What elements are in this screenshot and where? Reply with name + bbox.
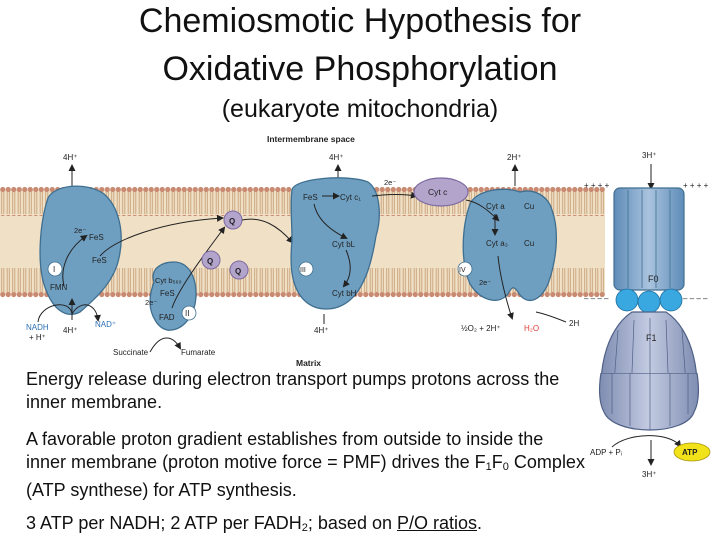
complex-iii: 4H⁺ FeS Cyt c₁ Cyt bL Cyt bH III 2e⁻ 4H⁺ <box>290 153 418 335</box>
complex-ii-e: 2e⁻ <box>145 298 157 307</box>
para3-start: 3 ATP per NADH; 2 ATP per FADH <box>26 513 302 533</box>
complex-ii-fad: FAD <box>159 313 175 322</box>
paragraph-proton-gradient: A favorable proton gradient establishes … <box>26 428 586 502</box>
succinate-label: Succinate <box>113 348 149 357</box>
nad-label: NAD⁺ <box>95 320 116 329</box>
oxidative-phosphorylation-diagram: Intermembrane space Matrix 4H⁺ I 2e⁻ FeS… <box>0 134 709 373</box>
para2-mid: F <box>491 452 503 472</box>
complex-iii-e: 2e⁻ <box>384 178 396 187</box>
complex-iii-fes: FeS <box>303 193 318 202</box>
paragraph-atp-yield: 3 ATP per NADH; 2 ATP per FADH2; based o… <box>26 512 626 540</box>
complex-iv-numeral: IV <box>459 267 466 274</box>
adp-label: ADP + Pᵢ <box>590 448 622 457</box>
nadh-h-label: + H⁺ <box>29 333 46 342</box>
para3-mid: ; based on <box>307 513 397 533</box>
complex-i-h-bottom: 4H⁺ <box>63 326 77 335</box>
complex-ii-fes: FeS <box>160 289 175 298</box>
complex-iv-e: 2e⁻ <box>479 278 491 287</box>
para2-sub1: 1 <box>485 461 492 473</box>
complex-i-fes2: FeS <box>92 256 107 265</box>
complex-i-h-top: 4H⁺ <box>63 153 77 162</box>
complex-iv: 2H⁺ Cyt a Cu Cyt a₃ Cu IV 2e⁻ ½O₂ + 2H⁺ … <box>457 153 579 333</box>
cytochrome-c: Cyt c <box>413 177 469 207</box>
f0-subunit <box>613 187 685 291</box>
plus-signs-left: + + + + <box>584 181 610 190</box>
page-subtitle: (eukaryote mitochondria) <box>221 95 499 123</box>
complex-iii-cytbl: Cyt bL <box>332 240 356 249</box>
complex-ii-cyt: Cyt b₅₆₀ <box>155 276 182 285</box>
complex-i-e: 2e⁻ <box>74 226 86 235</box>
matrix-label: Matrix <box>296 358 321 368</box>
quinone-1: Q <box>229 217 235 226</box>
f1-subunit <box>601 311 697 373</box>
minus-signs-left: – – – – <box>584 294 609 303</box>
para3-end: . <box>477 513 483 533</box>
atp-synthase-lower: ADP + Pᵢ ATP 3H⁺ <box>590 373 711 479</box>
cytc-label: Cyt c <box>428 187 448 197</box>
f1-label: F1 <box>646 333 657 343</box>
quinone-3: Q <box>235 267 241 276</box>
complex-iii-h-top: 4H⁺ <box>329 153 343 162</box>
f0-label: F0 <box>648 274 659 284</box>
atp-synthase-h-top: 3H⁺ <box>642 151 656 160</box>
complex-ii: Cyt b₅₆₀ 2e⁻ FeS FAD II Succinate Fumara… <box>113 226 226 357</box>
quinone-pool: Q Q Q <box>201 210 294 280</box>
page-title-line-2: Oxidative Phosphorylation <box>162 50 558 88</box>
complex-iii-shape <box>290 177 380 310</box>
complex-iv-cu2: Cu <box>524 239 534 248</box>
complex-iv-cyta: Cyt a <box>486 202 505 211</box>
complex-iv-shape <box>462 188 557 302</box>
water-label: H₂O <box>524 324 539 333</box>
complex-ii-numeral: II <box>185 309 189 318</box>
quinone-2: Q <box>207 257 213 266</box>
nadh-label: NADH <box>26 323 49 332</box>
complex-iii-numeral: III <box>300 267 306 274</box>
plus-signs-right: + + + + <box>683 181 709 190</box>
intermembrane-space-label: Intermembrane space <box>267 134 355 144</box>
para2-end: Complex (ATP synthese) for ATP synthesis… <box>26 452 585 500</box>
complex-iii-cytbh: Cyt bH <box>332 289 357 298</box>
para2-sub2: 0 <box>502 461 509 473</box>
atp-synthase: 3H⁺ F0 F1 <box>601 151 697 373</box>
complex-i: 4H⁺ I 2e⁻ FeS FeS FMN NADH + H⁺ 4H⁺ NAD⁺ <box>26 153 224 342</box>
complex-i-numeral: I <box>53 265 55 274</box>
para3-sub: 2 <box>301 522 308 534</box>
para2-start: A favorable proton gradient establishes … <box>26 429 544 472</box>
paragraph-electron-transport: Energy release during electron transport… <box>26 369 560 412</box>
complex-iii-h-bottom: 4H⁺ <box>314 326 328 335</box>
complex-iv-h-bottom: 2H <box>569 319 579 328</box>
complex-i-fes1: FeS <box>89 233 104 242</box>
complex-iii-cytc1: Cyt c₁ <box>340 193 361 202</box>
fumarate-label: Fumarate <box>181 348 216 357</box>
complex-iv-cyta3: Cyt a₃ <box>486 239 508 248</box>
atp-badge <box>673 442 711 462</box>
complex-iv-cu1: Cu <box>524 202 534 211</box>
oxygen-label: ½O₂ + 2H⁺ <box>461 324 501 333</box>
atp-synthase-h-bottom: 3H⁺ <box>642 470 656 479</box>
complex-i-fmn: FMN <box>50 283 68 292</box>
minus-signs-right: – – – – <box>683 294 708 303</box>
complex-i-shape <box>39 185 122 315</box>
complex-iv-h-top: 2H⁺ <box>507 153 521 162</box>
page-title-line-1: Chemiosmotic Hypothesis for <box>138 2 582 40</box>
po-ratios-link[interactable]: P/O ratios <box>396 513 478 533</box>
atp-label: ATP <box>682 448 698 457</box>
